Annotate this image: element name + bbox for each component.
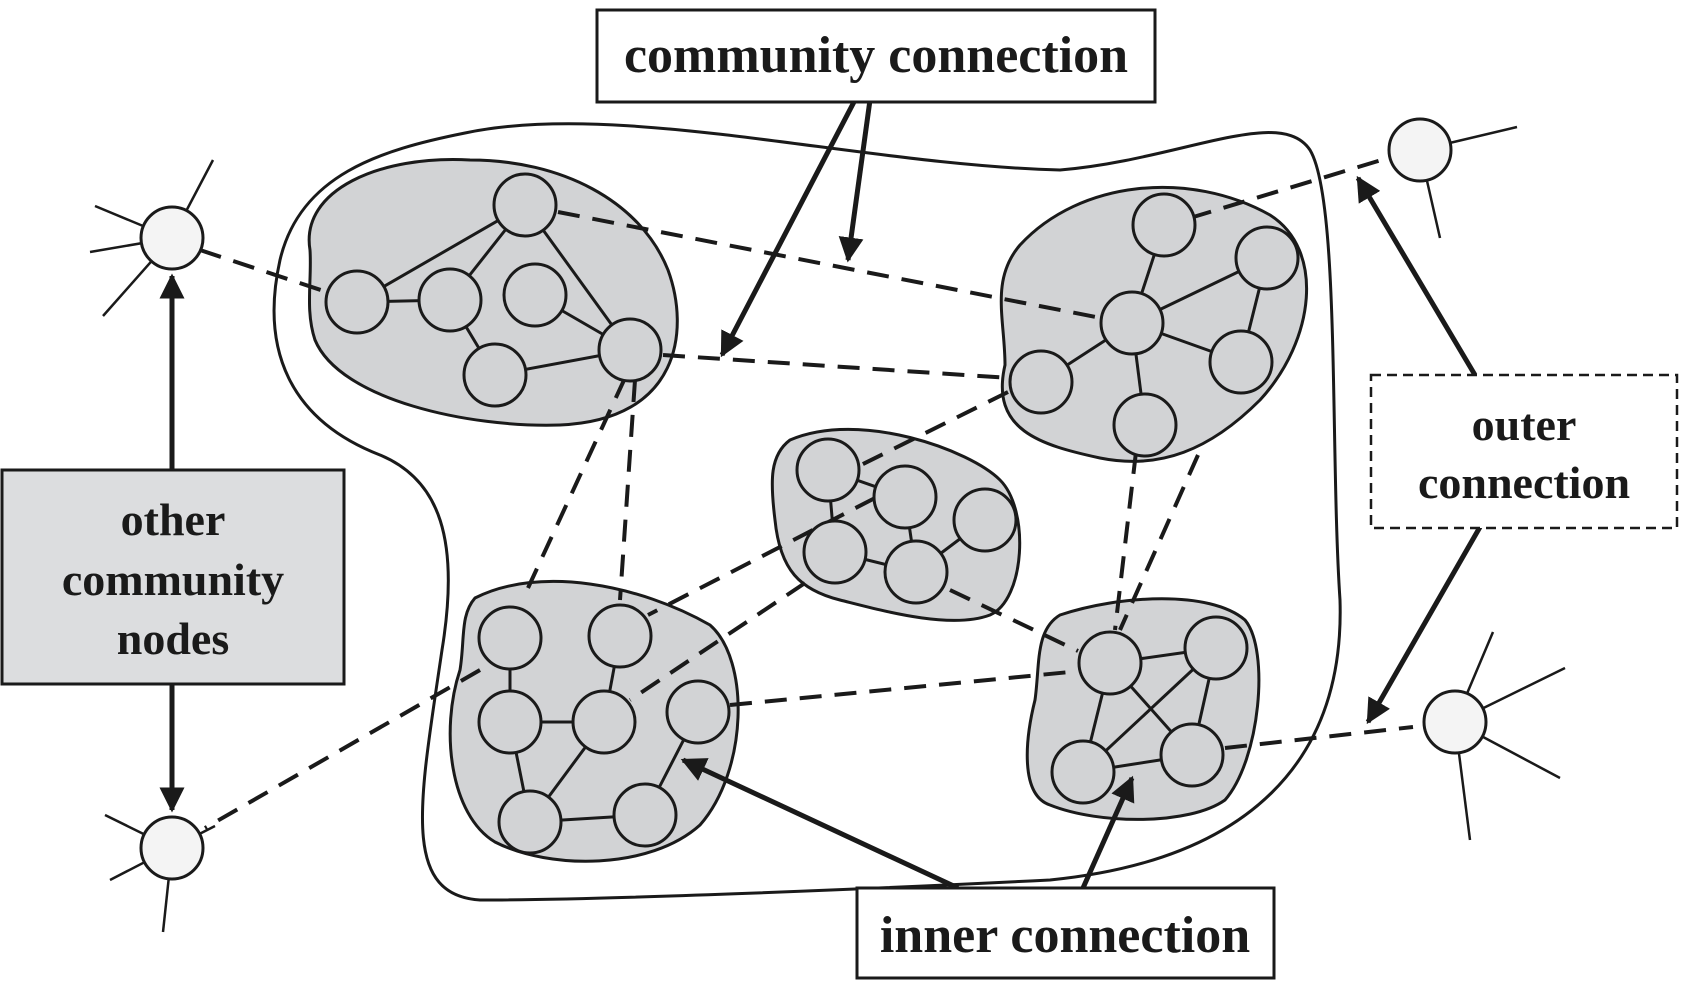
- external-nodes: [139, 117, 1488, 881]
- other-community-label-line2: community: [62, 554, 284, 605]
- outer-connection-label-line2: connection: [1418, 457, 1630, 508]
- node: [952, 487, 1018, 553]
- external-node-right-top: [1387, 117, 1453, 183]
- node: [883, 539, 949, 605]
- node: [497, 789, 563, 855]
- node: [492, 172, 558, 238]
- other-community-label-line1: other: [121, 494, 226, 545]
- node: [612, 782, 678, 848]
- outer-connection-label-line1: outer: [1472, 399, 1577, 450]
- inner-connection-label: inner connection: [880, 907, 1250, 964]
- node: [1208, 329, 1274, 395]
- node: [417, 267, 483, 333]
- node: [1183, 615, 1249, 681]
- external-node-right-bottom: [1422, 689, 1488, 755]
- arrow-outer-to-top: [1355, 175, 1478, 377]
- node: [1112, 392, 1178, 458]
- other-community-label-line3: nodes: [117, 613, 229, 664]
- node: [502, 262, 568, 328]
- community-connection-box: [595, 8, 1157, 104]
- external-node-left-bottom: [139, 815, 205, 881]
- arrow-community-to-link-2: [838, 99, 873, 263]
- node: [462, 342, 528, 408]
- node: [872, 464, 938, 530]
- community-boundary: [272, 122, 1342, 902]
- other-community-nodes-box: [0, 468, 346, 686]
- node: [1131, 192, 1197, 258]
- node: [1008, 349, 1074, 415]
- node: [477, 605, 543, 671]
- arrow-outer-to-bottom: [1365, 525, 1483, 725]
- member-nodes: [324, 172, 1300, 855]
- node: [1234, 225, 1300, 291]
- node: [802, 519, 868, 585]
- pointer-arrows: [159, 98, 1483, 891]
- outer-connection-box: [1369, 373, 1679, 530]
- community-connections: [199, 156, 1414, 830]
- node: [665, 679, 731, 745]
- arrow-inner-to-bottom-left: [680, 757, 960, 891]
- node: [1077, 630, 1143, 696]
- node: [1050, 739, 1116, 805]
- external-node-left-top: [139, 205, 205, 271]
- node: [597, 317, 663, 383]
- inner-connection-box: [855, 886, 1276, 980]
- node: [1159, 722, 1225, 788]
- community-connection-label: community connection: [624, 27, 1128, 84]
- node: [324, 269, 390, 335]
- node: [1099, 290, 1165, 356]
- arrow-community-to-link-1: [719, 98, 858, 358]
- node: [795, 437, 861, 503]
- node: [571, 689, 637, 755]
- node: [587, 603, 653, 669]
- arrow-inner-to-bottom-right: [1080, 775, 1135, 890]
- node: [477, 689, 543, 755]
